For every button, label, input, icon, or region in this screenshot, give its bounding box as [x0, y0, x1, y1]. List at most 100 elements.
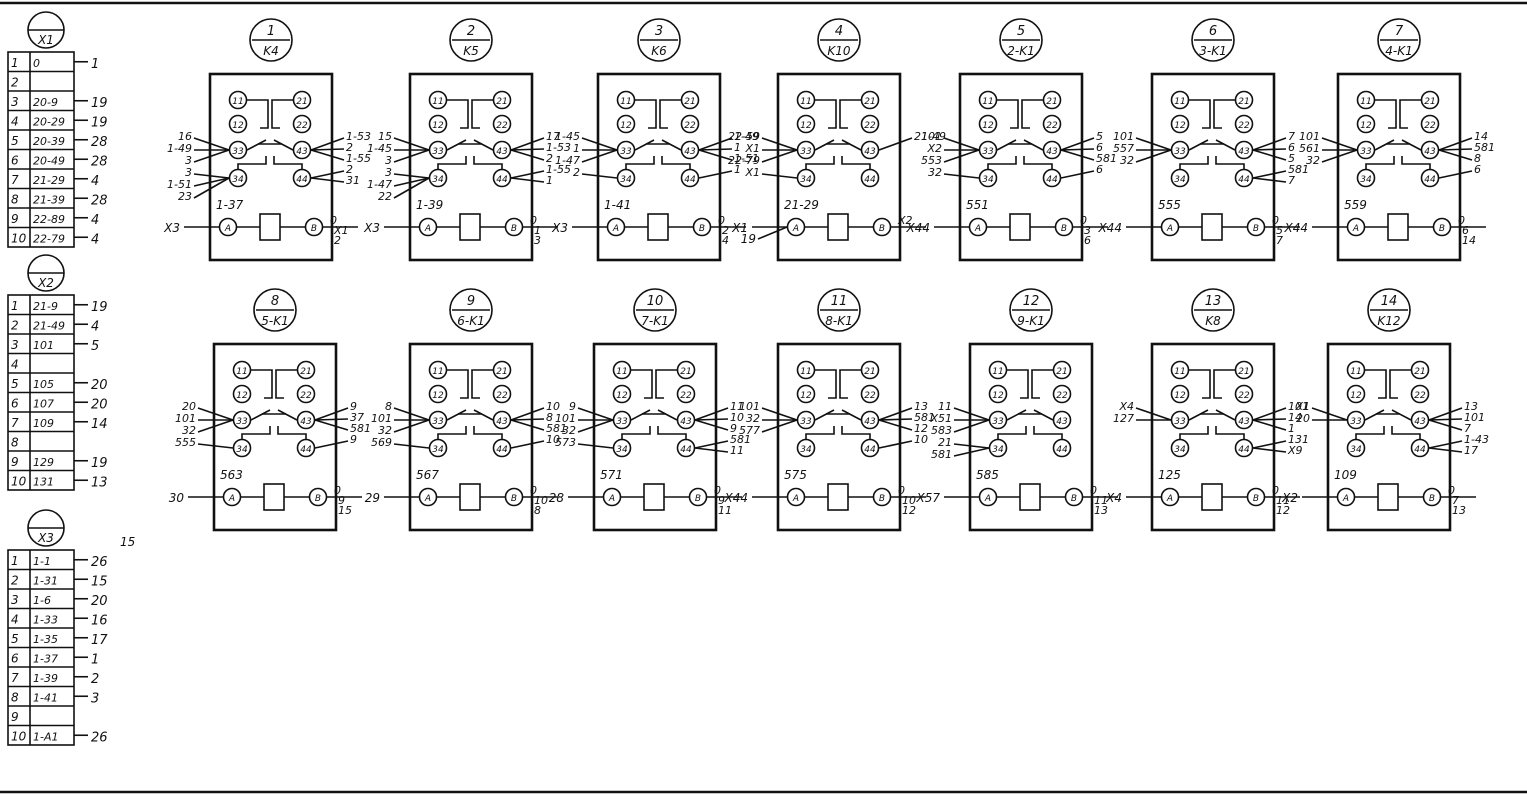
- coil-lead-left-label: X4: [1105, 491, 1122, 505]
- make-contact-left: [437, 139, 467, 169]
- contact-terminal-label: 22: [864, 391, 876, 401]
- coil-pin-b: B: [879, 494, 885, 504]
- contact-terminal: [492, 90, 512, 110]
- relay-housing: [408, 72, 534, 262]
- contact-terminal: [612, 360, 632, 380]
- contact-lead-left-label: 557: [1113, 142, 1134, 155]
- contact-terminal: [680, 90, 700, 110]
- coil-lead-left-2-label: 19: [741, 232, 756, 246]
- contact-terminal-label: 11: [800, 367, 811, 377]
- contact-terminal: [428, 168, 448, 188]
- contact-terminal: [492, 360, 512, 380]
- changeover-contact-left: [815, 99, 837, 129]
- contact-terminal-label: 44: [496, 175, 508, 185]
- contact-terminal-label: 44: [1056, 445, 1068, 455]
- row-destination: 19: [91, 300, 108, 315]
- contact-lead-left-label: 101: [175, 412, 196, 425]
- changeover-contact-right: [275, 369, 297, 399]
- contact-lead-right: [694, 440, 729, 449]
- contact-terminal-label: 43: [1424, 147, 1436, 157]
- row-number: 1: [11, 554, 19, 568]
- make-contact-right: [1401, 139, 1431, 169]
- make-contact-right: [473, 409, 503, 439]
- contact-terminal: [1052, 410, 1072, 430]
- relay-reference: K8: [1205, 314, 1221, 328]
- make-contact-right: [1033, 409, 1063, 439]
- contact-lead-right: [1060, 148, 1095, 151]
- contact-terminal: [228, 168, 248, 188]
- changeover-contact-right: [471, 369, 493, 399]
- contact-lead-right-label: 581: [730, 433, 751, 446]
- contact-lead-right-label: 6: [1096, 141, 1103, 154]
- contact-lead-right-label: 13: [914, 400, 928, 413]
- contact-terminal: [492, 384, 512, 404]
- row-address: 1-33: [33, 614, 58, 627]
- contact-terminal: [612, 384, 632, 404]
- coil-terminal-b: [504, 217, 524, 237]
- coil-lead-right-label: 0: [1090, 484, 1097, 497]
- contact-terminal: [292, 114, 312, 134]
- contact-lead-left-label: 3: [185, 166, 192, 179]
- contact-terminal-label: 33: [1360, 147, 1372, 157]
- contact-lead-left-label: 15: [378, 130, 392, 143]
- contact-lead-right: [310, 137, 345, 151]
- contact-terminal: [978, 168, 998, 188]
- contact-lead-left: [581, 173, 618, 179]
- contact-terminal: [1052, 360, 1072, 380]
- contact-lead-left: [577, 419, 614, 433]
- contact-lead-left: [1135, 137, 1172, 151]
- coil-lead-right-label: 6: [1084, 234, 1091, 247]
- contact-terminal: [616, 168, 636, 188]
- coil-label: 575: [784, 468, 807, 482]
- relay-reference: 3-K1: [1199, 44, 1226, 58]
- contact-lead-right-label: 9: [350, 433, 357, 446]
- row-number: 7: [11, 173, 19, 187]
- row-number: 6: [11, 397, 19, 411]
- make-contact-left: [625, 139, 655, 169]
- contact-terminal: [988, 410, 1008, 430]
- contact-terminal-label: 33: [232, 147, 244, 157]
- make-contact-left: [997, 409, 1027, 439]
- relay-title-circle: [817, 18, 861, 62]
- row-address: 1-35: [33, 633, 58, 646]
- row-address: 1-31: [33, 575, 58, 588]
- contact-lead-right: [310, 149, 345, 161]
- contact-lead-right: [510, 177, 545, 183]
- contact-terminal: [1234, 90, 1254, 110]
- coil-pin-a: A: [792, 224, 799, 234]
- contact-lead-left: [1135, 407, 1172, 421]
- changeover-contact-right: [471, 99, 493, 129]
- contact-terminal: [1346, 384, 1366, 404]
- relay-title-circle: [1377, 18, 1421, 62]
- contact-terminal-label: 12: [800, 391, 812, 401]
- row-address: 1-A1: [33, 731, 59, 744]
- row-number: 8: [11, 193, 19, 207]
- contact-terminal-label: 12: [1174, 121, 1186, 131]
- contact-lead-right-label: X9: [1287, 444, 1303, 457]
- contact-terminal-label: 33: [620, 147, 632, 157]
- contact-terminal: [988, 438, 1008, 458]
- contact-lead-right: [1252, 170, 1287, 179]
- contact-terminal: [860, 384, 880, 404]
- contact-lead-left: [581, 137, 618, 151]
- contact-terminal: [296, 384, 316, 404]
- contact-lead-right-label: 8: [546, 411, 553, 424]
- contact-lead-left-label: 1-47: [555, 154, 580, 167]
- contact-terminal: [860, 140, 880, 160]
- contact-lead-right-label: 1-43: [1464, 433, 1489, 446]
- contact-terminal: [1410, 360, 1430, 380]
- changeover-contact-right: [839, 369, 861, 399]
- contact-lead-left-label: 101: [921, 130, 942, 143]
- make-contact-left: [621, 409, 651, 439]
- contact-terminal: [228, 140, 248, 160]
- relay-housing: [1150, 72, 1276, 262]
- contact-lead-right: [510, 148, 545, 151]
- contact-lead-left-label: 101: [1113, 130, 1134, 143]
- contact-terminal-label: 34: [432, 175, 444, 185]
- contact-lead-right-label: 10: [914, 433, 928, 446]
- contact-terminal: [428, 114, 448, 134]
